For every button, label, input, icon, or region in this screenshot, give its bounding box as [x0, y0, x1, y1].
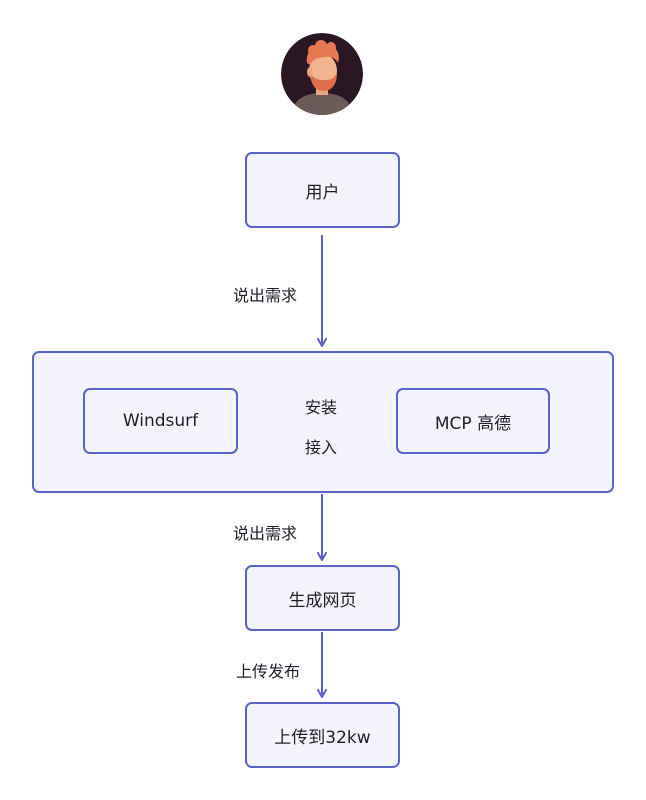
node-mcp-label: MCP 高德 — [434, 413, 512, 434]
user-avatar — [281, 33, 363, 115]
user-avatar-icon — [281, 33, 363, 115]
edge-label-connect: 接入 — [305, 438, 338, 457]
edge-label-group-to-generate: 说出需求 — [233, 524, 298, 543]
edge-label-user-to-group: 说出需求 — [233, 286, 298, 305]
node-generate: 生成网页 — [245, 565, 400, 631]
edge-label-generate-to-upload: 上传发布 — [236, 662, 301, 681]
node-user: 用户 — [245, 152, 400, 228]
node-windsurf: Windsurf — [83, 388, 238, 454]
node-upload-target: 上传到32kw — [245, 702, 400, 768]
node-mcp: MCP 高德 — [396, 388, 550, 454]
node-windsurf-label: Windsurf — [122, 411, 199, 431]
node-generate-label: 生成网页 — [288, 590, 357, 611]
node-upload-target-label: 上传到32kw — [274, 727, 371, 748]
edge-label-install: 安装 — [305, 398, 338, 417]
node-user-label: 用户 — [305, 182, 340, 203]
